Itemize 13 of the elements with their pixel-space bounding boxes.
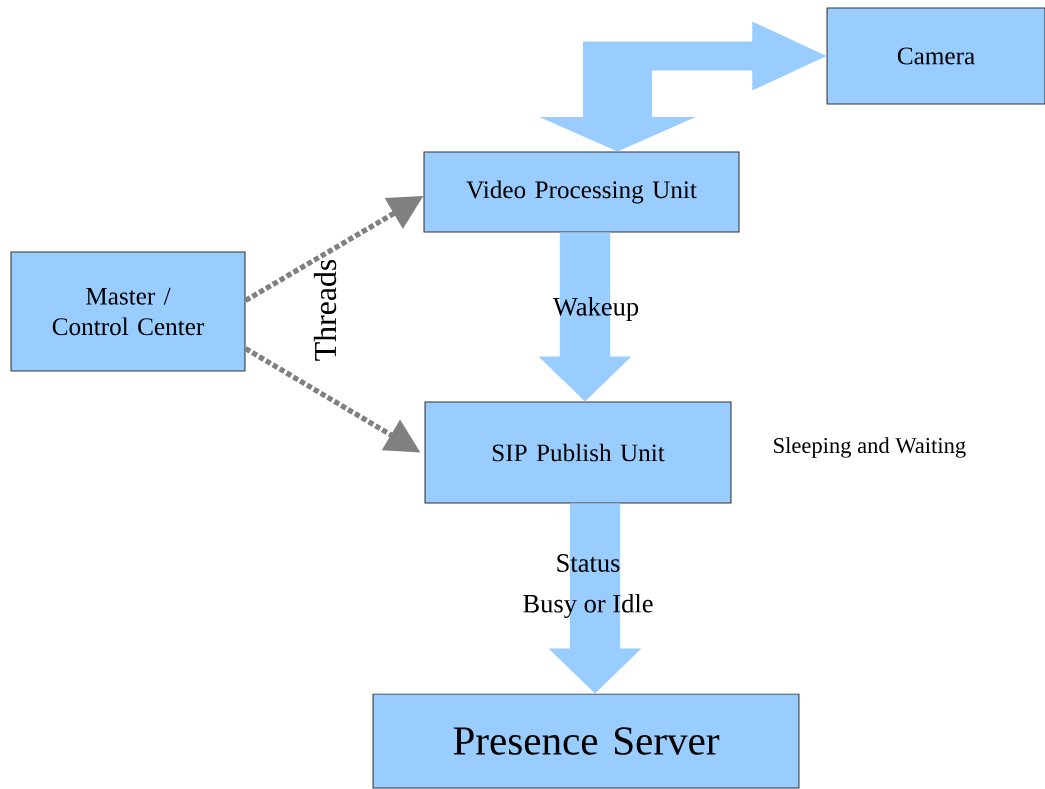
- edge-label: Wakeup: [552, 297, 639, 321]
- text-label: Threads: [313, 259, 337, 361]
- process-box: Presence Server: [372, 693, 800, 789]
- process-box: Camera: [826, 7, 1045, 105]
- side-note: Sleeping and Waiting: [774, 437, 966, 458]
- process-box: Master / Control Center: [10, 251, 246, 372]
- block-arrow: [548, 503, 642, 694]
- process-box: Video Processing Unit: [423, 151, 740, 233]
- block-arrow: [539, 21, 827, 152]
- text-label: Busy or Idle: [523, 593, 653, 619]
- block-arrow: [538, 232, 632, 402]
- edge-label: Status: [557, 554, 620, 572]
- process-box: SIP Publish Unit: [424, 401, 732, 504]
